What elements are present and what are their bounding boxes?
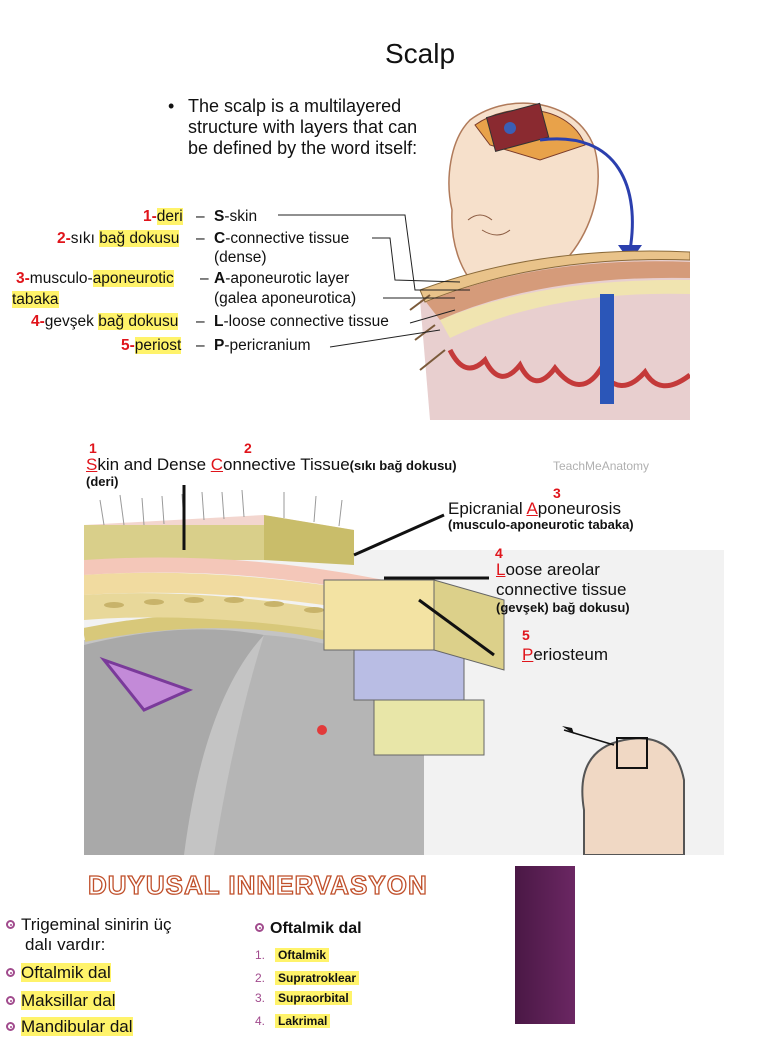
left-bullet-4: Mandibular dal bbox=[6, 1017, 133, 1037]
bullet-icon bbox=[6, 1022, 15, 1032]
head-illustration bbox=[409, 102, 690, 420]
label-1-number: 1 bbox=[89, 440, 97, 456]
right-item-4: 4.Lakrimal bbox=[255, 1014, 331, 1028]
decorative-purple-bar bbox=[515, 866, 575, 1024]
label-5-number: 5 bbox=[522, 627, 530, 643]
bullet: • bbox=[168, 96, 175, 116]
label-epicranial-tr: (musculo-aponeurotic tabaka) bbox=[448, 517, 634, 532]
layer-3-sub: (galea aponeurotica) bbox=[214, 290, 357, 307]
label-loose-line2: connective tissue bbox=[496, 580, 627, 599]
innervation-heading: DUYUSAL INNERVASYON bbox=[87, 869, 428, 900]
dash: – bbox=[196, 313, 205, 330]
scalp-layers-diagram bbox=[84, 485, 724, 855]
left-bullet-1-line2: dalı vardır: bbox=[25, 935, 106, 954]
bullet-icon bbox=[6, 920, 15, 930]
right-item-3: 3.Supraorbital bbox=[255, 991, 352, 1005]
layer-1-turkish: 1-deri bbox=[143, 208, 183, 225]
layer-5-english: P-pericranium bbox=[214, 337, 311, 354]
dash: – bbox=[200, 270, 209, 287]
label-epicranial: Epicranial Aponeurosis bbox=[448, 499, 621, 518]
layer-3-english: A-aponeurotic layer bbox=[214, 270, 350, 287]
right-item-2: 2.Supratroklear bbox=[255, 971, 360, 985]
label-periosteum: Periosteum bbox=[522, 645, 608, 664]
label-4-number: 4 bbox=[495, 545, 503, 561]
bullet-icon bbox=[6, 968, 15, 978]
layer-4-english: L-loose connective tissue bbox=[214, 313, 389, 330]
bullet-icon bbox=[255, 923, 264, 933]
layer-1-english: S-skin bbox=[214, 208, 258, 225]
left-bullet-3: Maksillar dal bbox=[6, 991, 116, 1011]
layer-2-english: C-connective tissue bbox=[214, 230, 350, 247]
layer-4-turkish: 4-gevşek bağ dokusu bbox=[31, 313, 179, 330]
layer-2-sub: (dense) bbox=[214, 249, 267, 266]
label-2-number: 2 bbox=[244, 440, 252, 456]
bullet-icon bbox=[6, 996, 15, 1006]
left-bullet-1: Trigeminal sinirin üç bbox=[6, 915, 172, 935]
left-bullet-2: Oftalmik dal bbox=[6, 963, 111, 983]
dash: – bbox=[196, 230, 205, 247]
dash: – bbox=[196, 337, 205, 354]
intro-text: The scalp is a multilayered structure wi… bbox=[188, 96, 418, 158]
label-loose-tr: (gevşek) bağ dokusu) bbox=[496, 600, 630, 615]
connector-lines bbox=[278, 214, 470, 348]
slide-title: Scalp bbox=[384, 38, 456, 69]
label-deri: (deri) bbox=[86, 474, 119, 489]
right-item-1: 1.Oftalmik bbox=[255, 948, 330, 962]
intro-paragraph: • The scalp is a multilayered structure … bbox=[168, 96, 418, 159]
label-skin-dense: Skin and Dense Connective Tissue(sıkı ba… bbox=[86, 455, 457, 474]
layer-3-turkish-line2: tabaka bbox=[12, 291, 59, 308]
label-loose: Loose areolar bbox=[496, 560, 600, 579]
dash: – bbox=[196, 208, 205, 225]
label-3-number: 3 bbox=[553, 485, 561, 501]
right-heading: Oftalmik dal bbox=[255, 920, 362, 938]
layer-5-turkish: 5-periost bbox=[121, 337, 182, 354]
layer-3-turkish: 3-musculo-aponeurotic bbox=[16, 270, 174, 287]
layer-2-turkish: 2-sıkı bağ dokusu bbox=[57, 230, 180, 247]
watermark: TeachMeAnatomy bbox=[553, 459, 650, 473]
